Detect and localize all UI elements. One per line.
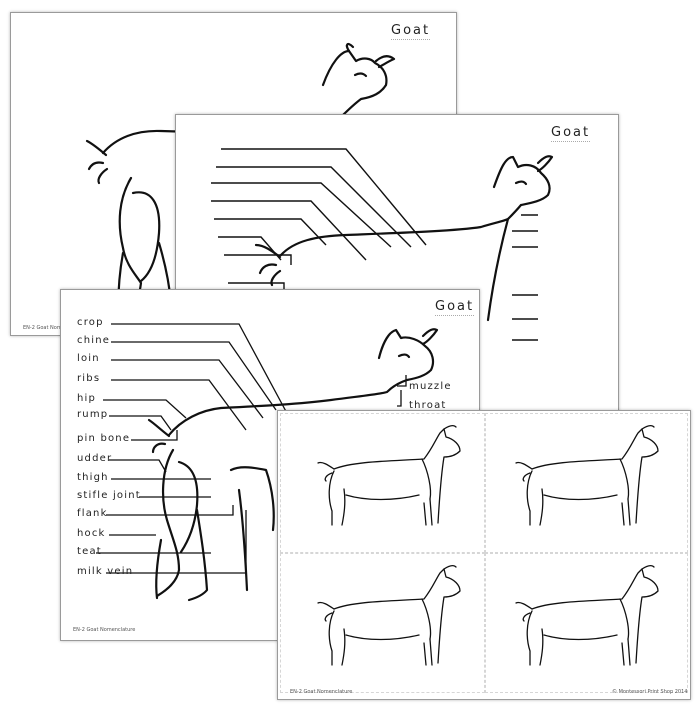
label-flank: flank — [77, 508, 108, 519]
label-throat: throat — [409, 400, 447, 411]
goat-card-drawings — [317, 425, 659, 666]
card-bottom-left — [280, 553, 485, 693]
label-loin: loin — [77, 353, 100, 364]
card-top-left — [280, 413, 485, 553]
card-top-right — [485, 413, 688, 553]
label-hock: hock — [77, 528, 106, 539]
label-pin-bone: pin bone — [77, 433, 131, 444]
label-teat: teat — [77, 546, 102, 557]
label-hip: hip — [77, 393, 97, 404]
label-milk-vein: milk vein — [77, 566, 134, 577]
label-muzzle: muzzle — [409, 381, 452, 392]
sheet-footer-right: © Montessori Print Shop 2014 — [612, 689, 688, 695]
sheet-title: Goat — [391, 23, 431, 40]
card-bottom-right — [485, 553, 688, 693]
goat-outline-with-lines — [211, 148, 554, 341]
label-stifle-joint: stifle joint — [77, 490, 141, 501]
sheet-footer-left: EN-2 Goat Nomenclature — [290, 689, 353, 695]
label-rump: rump — [77, 409, 109, 420]
sheet-title: Goat — [435, 299, 475, 316]
label-udder: udder — [77, 453, 113, 464]
sheet-title: Goat — [551, 125, 591, 142]
sheet-cards: EN-2 Goat Nomenclature © Montessori Prin… — [277, 410, 691, 700]
label-thigh: thigh — [77, 472, 109, 483]
label-ribs: ribs — [77, 373, 101, 384]
label-crop: crop — [77, 317, 104, 328]
label-chine: chine — [77, 335, 111, 346]
sheet-footer: EN-2 Goat Nomenclature — [23, 325, 86, 331]
sheet-footer: EN-2 Goat Nomenclature — [73, 627, 136, 633]
goat-outline-labeled — [96, 323, 439, 602]
